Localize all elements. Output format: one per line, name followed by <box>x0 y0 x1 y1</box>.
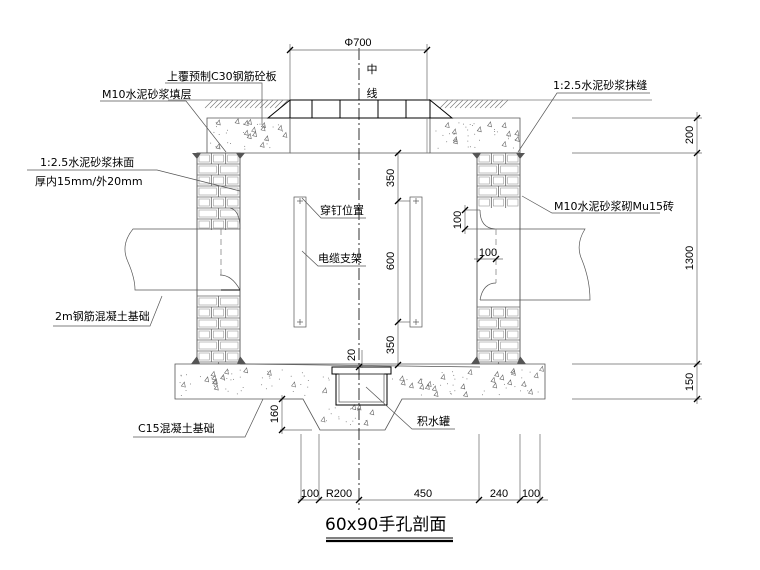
dim-wall-height: 1300 <box>684 246 696 270</box>
label-fill-layer: M10水泥砂浆填层 <box>102 87 192 101</box>
ground-surface <box>168 99 652 109</box>
pipe-right <box>479 209 591 301</box>
pipe-left <box>124 207 241 291</box>
dim-right-chain: 200 1300 150 <box>572 112 702 404</box>
label-joint-plaster: 1:2.5水泥砂浆抹缝 <box>553 78 647 92</box>
leader-cable-rack: 电缆支架 <box>301 250 366 267</box>
cover-slab <box>206 117 521 154</box>
base-slab <box>174 363 546 431</box>
label-c15-base: C15混凝土基础 <box>138 421 215 435</box>
dim-base-thickness: 150 <box>684 373 696 391</box>
label-base-slab: 2m钢筋混凝土基础 <box>55 309 150 323</box>
dim-diameter-text: Φ700 <box>344 37 371 49</box>
title-text: 60x90手孔剖面 <box>325 515 446 535</box>
label-cover-slab: 上覆预制C30钢筋砼板 <box>167 69 277 83</box>
dim-bottom-4: 240 <box>490 488 508 500</box>
dim-bottom-1: 100 <box>301 488 319 500</box>
dim-pipe-gap-h: 100 <box>479 247 497 259</box>
label-brick-wall: M10水泥砂浆砌Mu15砖 <box>554 199 674 213</box>
dim-rack-chain: 350 600 350 <box>385 149 410 369</box>
label-plaster-face-1: 1:2.5水泥砂浆抹面 <box>40 155 134 169</box>
cable-rack-right <box>409 196 423 328</box>
dim-bottom-5: 100 <box>522 488 540 500</box>
centerline-label-1: 中 <box>367 63 378 76</box>
dim-pipe-gap-v: 100 <box>452 211 464 229</box>
sump-pit <box>331 366 392 406</box>
drawing-title: 60x90手孔剖面 <box>325 515 453 543</box>
brick-wall-right <box>471 152 526 372</box>
dim-sump-depth-text: 160 <box>269 405 281 423</box>
dim-diameter: Φ700 <box>286 37 431 100</box>
dim-rack-bottom: 350 <box>385 336 397 354</box>
leader-nail-position: 穿钉位置 <box>301 197 366 219</box>
label-nail-position: 穿钉位置 <box>320 203 364 217</box>
leader-fill-layer: M10水泥砂浆填层 <box>100 87 227 153</box>
leader-brick-wall: M10水泥砂浆砌Mu15砖 <box>521 195 674 214</box>
centerline-label-2: 线 <box>367 86 378 100</box>
dim-sump-offset-text: 20 <box>346 349 358 361</box>
leader-base-slab: 2m钢筋混凝土基础 <box>53 295 163 327</box>
leader-sump: 积水罐 <box>365 386 455 430</box>
label-cable-rack: 电缆支架 <box>318 252 362 265</box>
dim-pipe-gaps: 100 100 <box>452 205 503 263</box>
manhole-cover <box>266 98 454 153</box>
leader-cover-slab: 上覆预制C30钢筋砼板 <box>165 69 277 125</box>
dim-rack-length: 600 <box>385 252 397 270</box>
leader-c15-base: C15混凝土基础 <box>133 398 264 438</box>
dim-sump-offset: 20 <box>346 349 363 371</box>
label-sump: 积水罐 <box>417 415 450 428</box>
dim-rack-top: 350 <box>385 169 397 187</box>
dim-bottom-chain: 100 R200 450 240 100 <box>297 434 548 504</box>
dim-bottom-3: 450 <box>414 488 432 500</box>
leader-plaster-face: 1:2.5水泥砂浆抹面 厚内15mm/外20mm <box>27 155 241 192</box>
cable-rack-left <box>293 196 307 328</box>
dim-sump-depth: 160 <box>269 395 312 434</box>
dim-bottom-2: R200 <box>326 488 352 500</box>
leader-joint-plaster: 1:2.5水泥砂浆抹缝 <box>517 78 650 153</box>
label-plaster-face-2: 厚内15mm/外20mm <box>35 174 143 188</box>
dim-cover-thickness: 200 <box>684 126 696 144</box>
